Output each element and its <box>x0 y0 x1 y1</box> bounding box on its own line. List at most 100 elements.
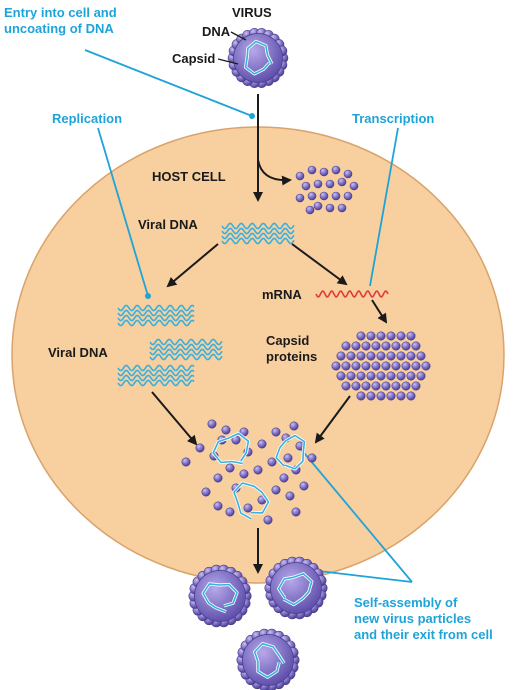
dna-strand <box>117 309 195 317</box>
mrna-to-proteins-arrow <box>371 299 388 324</box>
capsid-protein-bead <box>301 181 311 191</box>
mrna-label: mRNA <box>262 287 302 302</box>
capsid-protein-bead <box>336 351 346 361</box>
dna-strand <box>221 232 295 240</box>
capsid-protein-bead <box>371 381 381 391</box>
capsid-protein-bead <box>351 361 361 371</box>
capsid-protein-bead <box>391 381 401 391</box>
capsid-protein-bead <box>225 507 235 517</box>
capsid-protein-bead <box>239 469 249 479</box>
capsid-protein-bead <box>195 443 205 453</box>
capsid-protein-bead <box>411 341 421 351</box>
capsid-protein-bead <box>406 331 416 341</box>
viral-dna-replicated <box>117 304 223 387</box>
dna-strand <box>117 319 195 327</box>
virus-label: VIRUS <box>232 5 272 20</box>
dna-strand <box>149 338 223 346</box>
leader-lines <box>84 49 413 583</box>
capsid-protein-bead <box>331 361 341 371</box>
capsid-protein-bead <box>396 351 406 361</box>
dna-strand <box>117 379 195 387</box>
capsid-protein-bead <box>376 331 386 341</box>
capsid-protein-bead <box>406 371 416 381</box>
capsid-protein-bead <box>337 177 347 187</box>
capsid-protein-bead <box>253 465 263 475</box>
capsid-protein-bead <box>295 193 305 203</box>
capsid-protein-bead <box>319 191 329 201</box>
host-cell-label: HOST CELL <box>152 169 226 184</box>
capsid-protein-bead <box>376 371 386 381</box>
capsid-protein-bead <box>243 503 253 513</box>
capsid-protein-bead <box>401 341 411 351</box>
capsid-protein-bead <box>421 361 431 371</box>
capsid-protein-bead <box>416 371 426 381</box>
capsid-protein-bead <box>307 453 317 463</box>
capsid-pointer-line <box>217 58 239 65</box>
dna-strand <box>221 227 295 235</box>
capsid-proteins-cluster <box>331 331 431 401</box>
replication-leader-dot <box>145 293 151 299</box>
capsid-protein-bead <box>285 491 295 501</box>
capsid-protein-bead <box>396 391 406 401</box>
capsid-protein-bead <box>406 351 416 361</box>
capsid-protein-bead <box>295 171 305 181</box>
process-arrows <box>151 94 388 574</box>
capsid-protein-bead <box>279 473 289 483</box>
capsid-protein-bead <box>371 341 381 351</box>
capsid-protein-bead <box>381 361 391 371</box>
capsid-protein-bead <box>366 371 376 381</box>
capsid-protein-bead <box>221 425 231 435</box>
virus-capsid-core <box>233 33 283 83</box>
capsid-protein-bead <box>289 421 299 431</box>
replication-arrow <box>166 243 219 288</box>
capsid-protein-bead <box>313 179 323 189</box>
transcription-label: Transcription <box>352 111 434 126</box>
assembly-area <box>181 419 317 525</box>
capsid-protein-bead <box>331 165 341 175</box>
capsid-protein-bead <box>319 167 329 177</box>
capsid-protein-bead <box>341 361 351 371</box>
capsid-protein-bead <box>401 381 411 391</box>
capsid-protein-bead <box>271 427 281 437</box>
proteins-to-assembly-arrow <box>314 395 351 444</box>
capsid-protein-bead <box>376 391 386 401</box>
capsid-protein-bead <box>299 481 309 491</box>
capsid-protein-bead <box>213 501 223 511</box>
capsid-protein-bead <box>267 457 277 467</box>
capsid-protein-bead <box>349 181 359 191</box>
capsid-protein-bead <box>366 391 376 401</box>
capsid-label: Capsid <box>172 51 215 66</box>
viral-dna-left-label: Viral DNA <box>48 345 108 360</box>
capsid-protein-bead <box>343 169 353 179</box>
capsid-protein-bead <box>356 371 366 381</box>
dna-strand <box>149 348 223 356</box>
dna-tangle <box>253 642 285 679</box>
entry-label-line2: uncoating of DNA <box>4 21 114 36</box>
dna-strand <box>149 353 223 361</box>
capsid-protein-bead <box>225 463 235 473</box>
capsid-protein-bead <box>307 165 317 175</box>
dna-pointer-line <box>230 31 247 41</box>
capsid-protein-bead <box>361 341 371 351</box>
capsid-protein-bead <box>181 457 191 467</box>
dna-strand <box>117 304 195 312</box>
capsid-protein-bead <box>356 351 366 361</box>
dna-strand <box>149 343 223 351</box>
self-assembly-label-line3: and their exit from cell <box>354 627 493 642</box>
capsid-protein-bead <box>381 381 391 391</box>
capsid-protein-bead <box>307 191 317 201</box>
capsid-protein-bead <box>201 487 211 497</box>
capsid-protein-bead <box>371 361 381 371</box>
entry-label-line1: Entry into cell and <box>4 5 117 20</box>
capsid-protein-bead <box>343 191 353 201</box>
capsid-protein-bead <box>351 341 361 351</box>
capsid-protein-bead <box>336 371 346 381</box>
capsid-protein-bead <box>291 507 301 517</box>
exiting-virus-left <box>188 564 252 628</box>
mrna-strand <box>315 290 389 298</box>
dna-tangle <box>275 434 306 470</box>
dna-tangle <box>244 40 273 75</box>
capsid-protein-bead <box>366 351 376 361</box>
capsid-protein-bead <box>391 361 401 371</box>
virus-capsid-core <box>242 634 294 686</box>
